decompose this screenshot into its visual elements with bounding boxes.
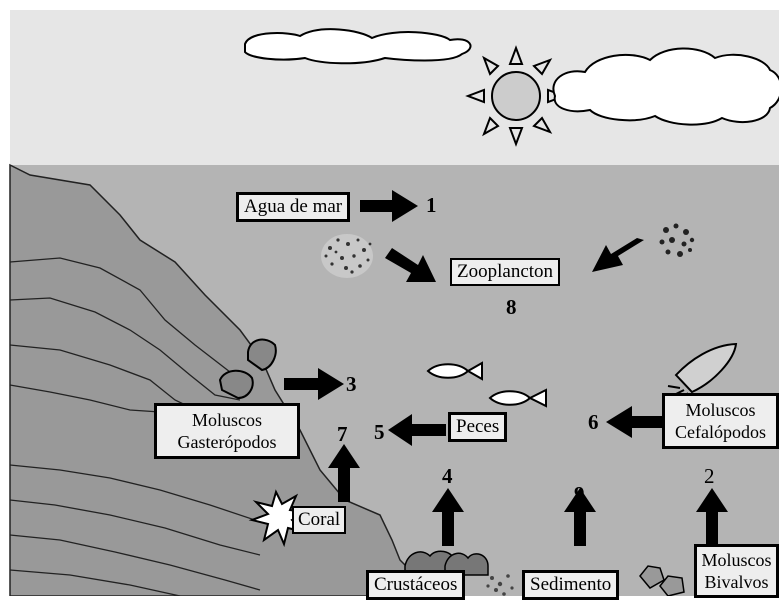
arrow-cefalo-to-6 xyxy=(606,406,662,438)
number-1: 1 xyxy=(426,193,437,217)
label-zooplancton: Zooplancton xyxy=(450,258,561,286)
coral-icon xyxy=(248,489,310,548)
number-2: 2 xyxy=(704,464,715,488)
sediment-dots xyxy=(486,574,514,596)
arrow-crust-to-4 xyxy=(432,488,464,546)
number-3: 3 xyxy=(346,372,357,396)
label-peces: Peces xyxy=(448,412,508,442)
arrow-peces-to-5 xyxy=(388,414,446,446)
label-moluscos-bivalvos: Moluscos Bivalvos xyxy=(694,544,779,598)
label-cefalopodos-line1: Moluscos xyxy=(685,400,756,420)
arrow-biv-to-2 xyxy=(696,488,728,546)
zooplankton-cluster xyxy=(659,223,695,257)
number-9: 9 xyxy=(574,482,585,506)
label-gasteropodos-line1: Moluscos xyxy=(191,410,262,430)
flow-arrows xyxy=(284,190,728,546)
number-6: 6 xyxy=(588,410,599,434)
arrow-gastro-to-3 xyxy=(284,368,344,400)
seafloor-plants xyxy=(404,550,685,596)
label-agua-de-mar: Agua de mar xyxy=(236,192,351,222)
phytoplankton-cluster xyxy=(321,234,373,278)
gastropod-shells xyxy=(218,338,277,400)
number-5: 5 xyxy=(374,420,385,444)
label-coral: Coral xyxy=(292,506,347,534)
arrow-sed-to-9 xyxy=(564,488,596,546)
label-gasteropodos-line2: Gasterópodos xyxy=(177,432,277,452)
number-4: 4 xyxy=(442,464,453,488)
number-7: 7 xyxy=(337,422,348,446)
label-bivalvos-line1: Moluscos xyxy=(701,550,772,570)
fish-icon xyxy=(426,361,547,408)
arrow-coral-to-7 xyxy=(328,444,360,502)
number-8: 8 xyxy=(506,295,517,319)
cloud-right xyxy=(552,47,779,126)
rock-strata xyxy=(9,257,261,596)
cloud-left xyxy=(244,28,472,65)
label-cefalopodos-line2: Cefalópodos xyxy=(675,422,766,442)
label-moluscos-gasteropodos: Moluscos Gasterópodos xyxy=(154,403,300,459)
arrow-agua-to-1 xyxy=(360,190,418,222)
arrow-phyto-to-zoo xyxy=(385,248,436,282)
arrow-zoo-to-zooplancton xyxy=(592,238,644,272)
sun-icon xyxy=(465,45,567,147)
label-bivalvos-line2: Bivalvos xyxy=(704,572,769,592)
label-moluscos-cefalopodos: Moluscos Cefalópodos xyxy=(662,393,779,449)
